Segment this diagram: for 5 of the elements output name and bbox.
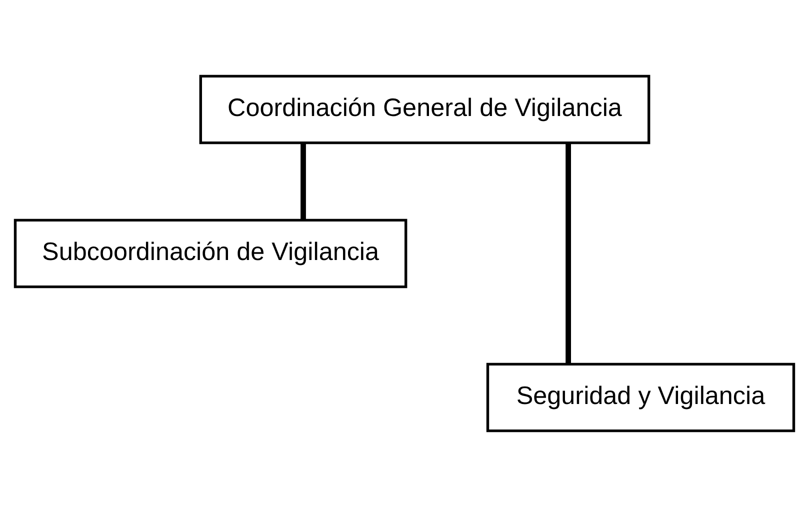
- node-box: Seguridad y Vigilancia: [486, 362, 796, 432]
- node-box: Coordinación General de Vigilancia: [199, 74, 650, 144]
- node-box: Subcoordinación de Vigilancia: [14, 218, 408, 288]
- connector: [566, 143, 571, 364]
- connector: [300, 142, 306, 220]
